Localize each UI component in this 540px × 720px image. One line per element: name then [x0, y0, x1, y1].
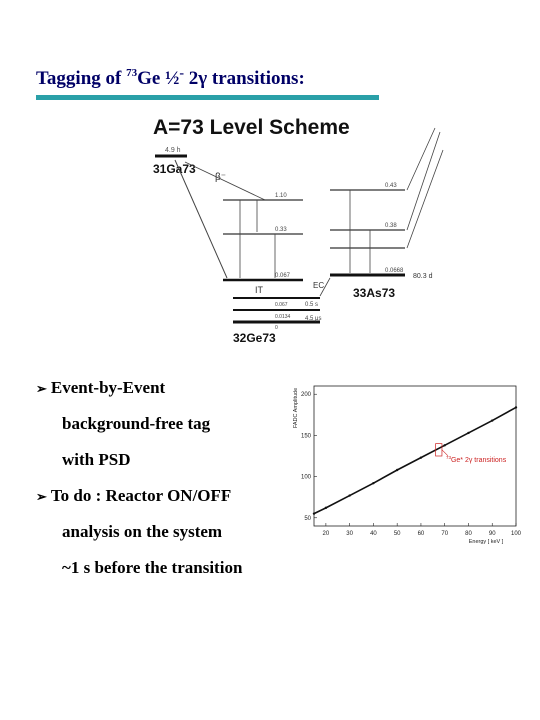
- bullet-1: ➢Event-by-Event: [36, 378, 165, 398]
- energy-right-2: 0.38: [385, 223, 397, 229]
- title-underline: [36, 95, 379, 100]
- bullet-2-line-3: ~1 s before the transition: [62, 558, 243, 577]
- energy-right-1: 0.43: [385, 183, 397, 189]
- data-point: [312, 512, 316, 515]
- ga-halflife: 4.9 h: [165, 147, 181, 154]
- data-point: [419, 456, 423, 459]
- data-line: [313, 406, 517, 515]
- bullet-1-line-3: with PSD: [62, 450, 131, 469]
- ge-label: 32Ge73: [233, 331, 276, 345]
- annotation-bracket: [435, 443, 443, 457]
- y-tick-label: 150: [301, 433, 312, 439]
- beta-decay-arrow: [174, 159, 228, 279]
- annotation-text: Ge* 2γ transitions: [451, 457, 507, 464]
- bullet-arrow-icon: ➢: [36, 489, 47, 504]
- x-axis-label: Energy [ keV ]: [469, 539, 504, 545]
- x-tick-label: 100: [511, 531, 522, 537]
- y-axis-label: FADC Amplitude: [293, 388, 299, 428]
- energy-left-2: 0.33: [275, 227, 287, 233]
- energy-left-1: 1.10: [275, 193, 287, 199]
- x-tick-label: 30: [346, 531, 353, 537]
- data-point: [324, 506, 328, 510]
- ge-level-energy-2: 0.0134: [275, 314, 291, 320]
- ge-halflife-1: 0.5 s: [305, 302, 318, 308]
- y-tick-label: 50: [304, 516, 311, 522]
- data-point: [514, 406, 518, 409]
- title-prefix: Tagging of: [36, 68, 122, 89]
- title-element: Ge ½: [137, 68, 180, 89]
- as-halflife: 80.3 d: [413, 273, 433, 280]
- data-point: [372, 481, 375, 485]
- bullet-2-line-2: analysis on the system: [62, 522, 223, 541]
- title-parity: -: [179, 66, 184, 81]
- decay-arrow-upper-3: [406, 149, 444, 249]
- bullet-2-text: To do : Reactor ON/OFF: [50, 486, 232, 505]
- ge-level-energy-1: 0.067: [275, 302, 288, 308]
- energy-right-3: 0.0668: [385, 268, 404, 274]
- data-point: [348, 494, 351, 497]
- data-point: [491, 419, 494, 422]
- ec-label: EC: [313, 281, 324, 290]
- x-tick-label: 60: [418, 531, 425, 537]
- as-label: 33As73: [353, 286, 395, 300]
- annotation-leader: [441, 449, 449, 457]
- x-tick-label: 90: [489, 531, 496, 537]
- y-tick-label: 200: [301, 392, 312, 398]
- decay-arrow-upper-1: [406, 127, 436, 191]
- beta-label: β⁻: [215, 172, 226, 183]
- slide-title: Tagging of 73Ge ½- 2γ transitions:: [36, 66, 305, 90]
- level-scheme-figure: A=73 Level Scheme 4.9 h 31Ga73 β⁻ 1.10 0…: [153, 116, 444, 345]
- beta-decay-arrow-2: [184, 161, 266, 201]
- energy-left-3: 0.067: [275, 273, 291, 279]
- x-tick-label: 20: [323, 531, 330, 537]
- level-scheme-heading: A=73 Level Scheme: [153, 116, 350, 139]
- y-tick-label: 100: [301, 475, 312, 481]
- data-point: [467, 431, 470, 435]
- data-point: [395, 468, 399, 472]
- x-tick-label: 70: [441, 531, 448, 537]
- bullet-arrow-icon: ➢: [36, 381, 47, 396]
- it-label: IT: [255, 285, 264, 295]
- bullet-1-text: Event-by-Event: [50, 378, 166, 397]
- bullet-1-line-2: background-free tag: [62, 414, 211, 433]
- ec-arrow: [319, 277, 331, 297]
- x-tick-label: 80: [465, 531, 472, 537]
- ga-label: 31Ga73: [153, 162, 196, 176]
- data-point: [443, 444, 446, 447]
- x-tick-label: 50: [394, 531, 401, 537]
- annotation-mass: 73: [446, 455, 452, 460]
- ge-halflife-2: 4.5 μs: [305, 316, 321, 322]
- ge-level-energy-3: 0: [275, 325, 278, 331]
- plot-frame: [313, 385, 517, 527]
- bullet-2: ➢To do : Reactor ON/OFF: [36, 486, 231, 506]
- x-tick-label: 40: [370, 531, 377, 537]
- annotation-label: 73Ge* 2γ transitions: [446, 455, 507, 464]
- title-mass-number: 73: [126, 67, 138, 79]
- decay-arrow-upper-2: [406, 131, 441, 231]
- title-suffix: 2γ transitions:: [188, 68, 305, 89]
